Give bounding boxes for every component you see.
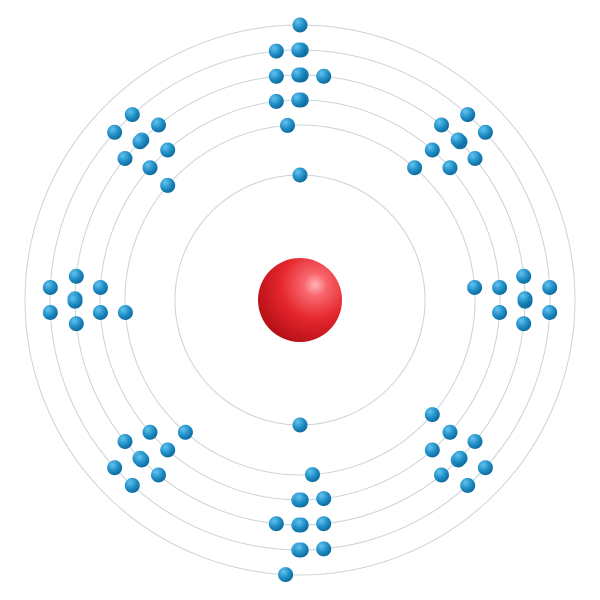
electron-shell-5-10 xyxy=(316,541,332,557)
electron-shell-5-1 xyxy=(268,43,284,59)
electron-shell-3-3 xyxy=(291,92,307,108)
electron-shell-2-1 xyxy=(280,117,295,133)
electron-shell-4-32 xyxy=(151,117,166,133)
electron-shell-4-3 xyxy=(291,67,307,83)
electron-shell-4-23 xyxy=(134,452,150,468)
electron-shell-3-6 xyxy=(492,280,508,295)
electron-shell-2-6 xyxy=(177,424,193,440)
electron-shell-2-5 xyxy=(305,467,320,483)
electron-shell-5-9 xyxy=(460,477,476,493)
electron-shell-4-16 xyxy=(434,467,449,483)
electron-shell-4-24 xyxy=(117,434,133,449)
electron-shell-3-9 xyxy=(424,442,440,458)
electron-shell-5-15 xyxy=(42,305,58,320)
electron-shell-2-8 xyxy=(160,177,176,193)
electron-shell-5-13 xyxy=(124,477,140,493)
electron-shell-2-7 xyxy=(117,305,133,320)
electron-shell-4-5 xyxy=(434,117,449,133)
electron-shell-4-31 xyxy=(132,134,148,150)
electron-shell-2-2 xyxy=(407,160,423,176)
electron-shell-4-19 xyxy=(293,517,309,533)
electron-shell-3-10 xyxy=(316,491,332,507)
electron-shell-1-1 xyxy=(292,167,308,183)
electron-shell-6-1 xyxy=(292,17,308,33)
electron-shell-5-6 xyxy=(542,280,558,295)
electron-shell-4-9 xyxy=(516,268,532,284)
electron-shell-4-29 xyxy=(117,151,133,166)
electron-shell-4-7 xyxy=(450,132,466,148)
electron-shell-3-18 xyxy=(160,142,176,158)
electron-shell-3-5 xyxy=(442,160,458,176)
electron-shell-4-28 xyxy=(68,268,84,284)
nucleus xyxy=(258,258,342,342)
electron-shell-5-14 xyxy=(107,460,123,476)
electron-shell-4-13 xyxy=(467,434,483,449)
electron-shell-5-18 xyxy=(124,107,140,123)
electron-shell-2-3 xyxy=(467,280,483,295)
electron-shell-3-1 xyxy=(268,93,284,109)
electron-shell-5-4 xyxy=(460,107,476,123)
electron-shell-4-1 xyxy=(268,68,284,84)
electron-shell-5-5 xyxy=(477,124,493,140)
electron-shell-3-17 xyxy=(142,160,158,176)
electron-shell-4-12 xyxy=(516,316,532,332)
shell-2 xyxy=(124,124,476,476)
electron-shell-2-4 xyxy=(424,407,440,423)
electron-shell-5-17 xyxy=(107,124,123,140)
electron-shell-4-20 xyxy=(268,516,284,532)
electron-shell-3-15 xyxy=(92,305,108,320)
electron-shell-5-16 xyxy=(42,280,58,295)
electron-shell-5-12 xyxy=(293,542,309,558)
electron-shell-3-16 xyxy=(92,280,108,295)
electron-shell-6-2 xyxy=(278,567,294,583)
electron-shell-5-7 xyxy=(542,305,558,320)
electron-shell-5-8 xyxy=(477,460,493,476)
electron-shell-5-3 xyxy=(291,42,307,58)
electron-shell-4-11 xyxy=(517,291,533,307)
electron-shell-4-25 xyxy=(68,316,84,332)
electron-shell-3-7 xyxy=(492,305,508,320)
electron-shell-3-12 xyxy=(293,492,309,508)
electrons xyxy=(42,17,558,583)
electron-shell-4-4 xyxy=(316,68,332,84)
electron-shell-4-8 xyxy=(467,151,483,166)
electron-shell-4-15 xyxy=(452,450,468,466)
electron-shell-3-13 xyxy=(160,442,176,458)
electron-shell-4-27 xyxy=(67,293,83,309)
electron-shell-3-4 xyxy=(424,142,440,158)
electron-shell-3-8 xyxy=(442,424,458,440)
electron-shell-4-21 xyxy=(151,467,166,483)
electron-shell-1-2 xyxy=(292,417,308,433)
electron-shell-3-14 xyxy=(142,424,158,440)
electron-shell-4-17 xyxy=(316,516,332,532)
